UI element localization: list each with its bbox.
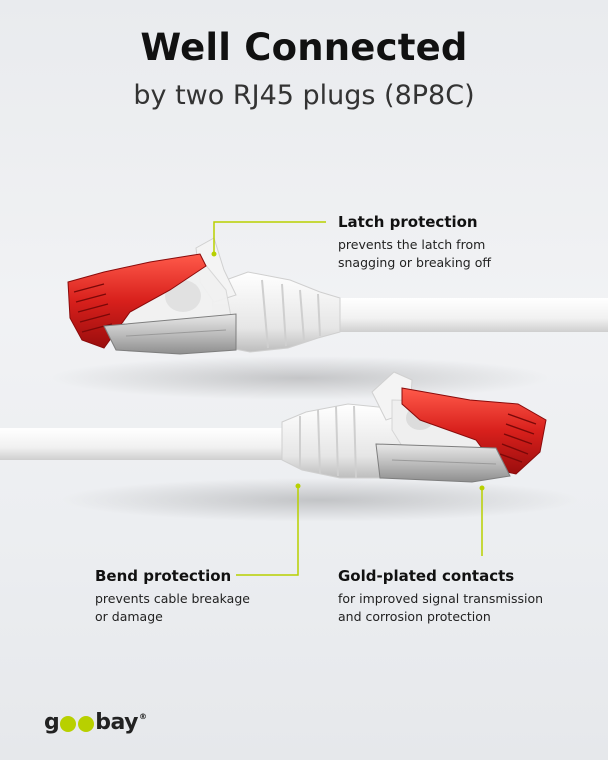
logo-suffix: bay (95, 709, 139, 735)
latch-protection-description: prevents the latch from snagging or brea… (338, 236, 491, 272)
gold-contacts-callout: Gold-plated contacts for improved signal… (338, 566, 543, 626)
bottom-shield (375, 443, 511, 483)
logo-dot-2 (78, 716, 95, 732)
gold-contacts-description: for improved signal transmission and cor… (338, 590, 543, 626)
bottom-contacts (401, 387, 547, 475)
top-plug (67, 237, 608, 355)
page-subtitle: by two RJ45 plugs (8P8C) (133, 80, 475, 111)
bottom-plug (0, 371, 547, 483)
top-contacts (67, 253, 207, 349)
latch-protection-callout: Latch protection prevents the latch from… (338, 212, 491, 272)
bend-protection-description: prevents cable breakage or damage (95, 590, 250, 626)
latch-line-1: prevents the latch from (338, 237, 486, 252)
logo-registered-mark: ® (139, 711, 147, 721)
page-title: Well Connected (140, 26, 468, 69)
latch-leader-line (213, 221, 326, 252)
bend-leader-line (236, 488, 299, 576)
bend-line-2: or damage (95, 609, 163, 624)
logo-dot-1 (60, 716, 77, 732)
gold-line-1: for improved signal transmission (338, 591, 544, 606)
bend-protection-callout: Bend protection prevents cable breakage … (95, 566, 250, 626)
callout-lines (211, 221, 485, 576)
top-cable (310, 298, 608, 332)
gold-contacts-title: Gold-plated contacts (338, 567, 515, 585)
latch-line-2: snagging or breaking off (338, 255, 491, 270)
plug-shadow-bottom (60, 478, 580, 522)
top-shield (103, 313, 237, 355)
bend-line-1: prevents cable breakage (95, 591, 250, 606)
bend-protection-title: Bend protection (95, 567, 232, 585)
latch-protection-title: Latch protection (338, 213, 478, 231)
plug-shadow-top (50, 356, 550, 400)
bottom-cable (0, 428, 290, 460)
logo-prefix: g (44, 709, 60, 735)
goobay-logo: g bay ® (44, 706, 147, 738)
top-boot (211, 271, 341, 353)
gold-line-2: and corrosion protection (338, 609, 491, 624)
